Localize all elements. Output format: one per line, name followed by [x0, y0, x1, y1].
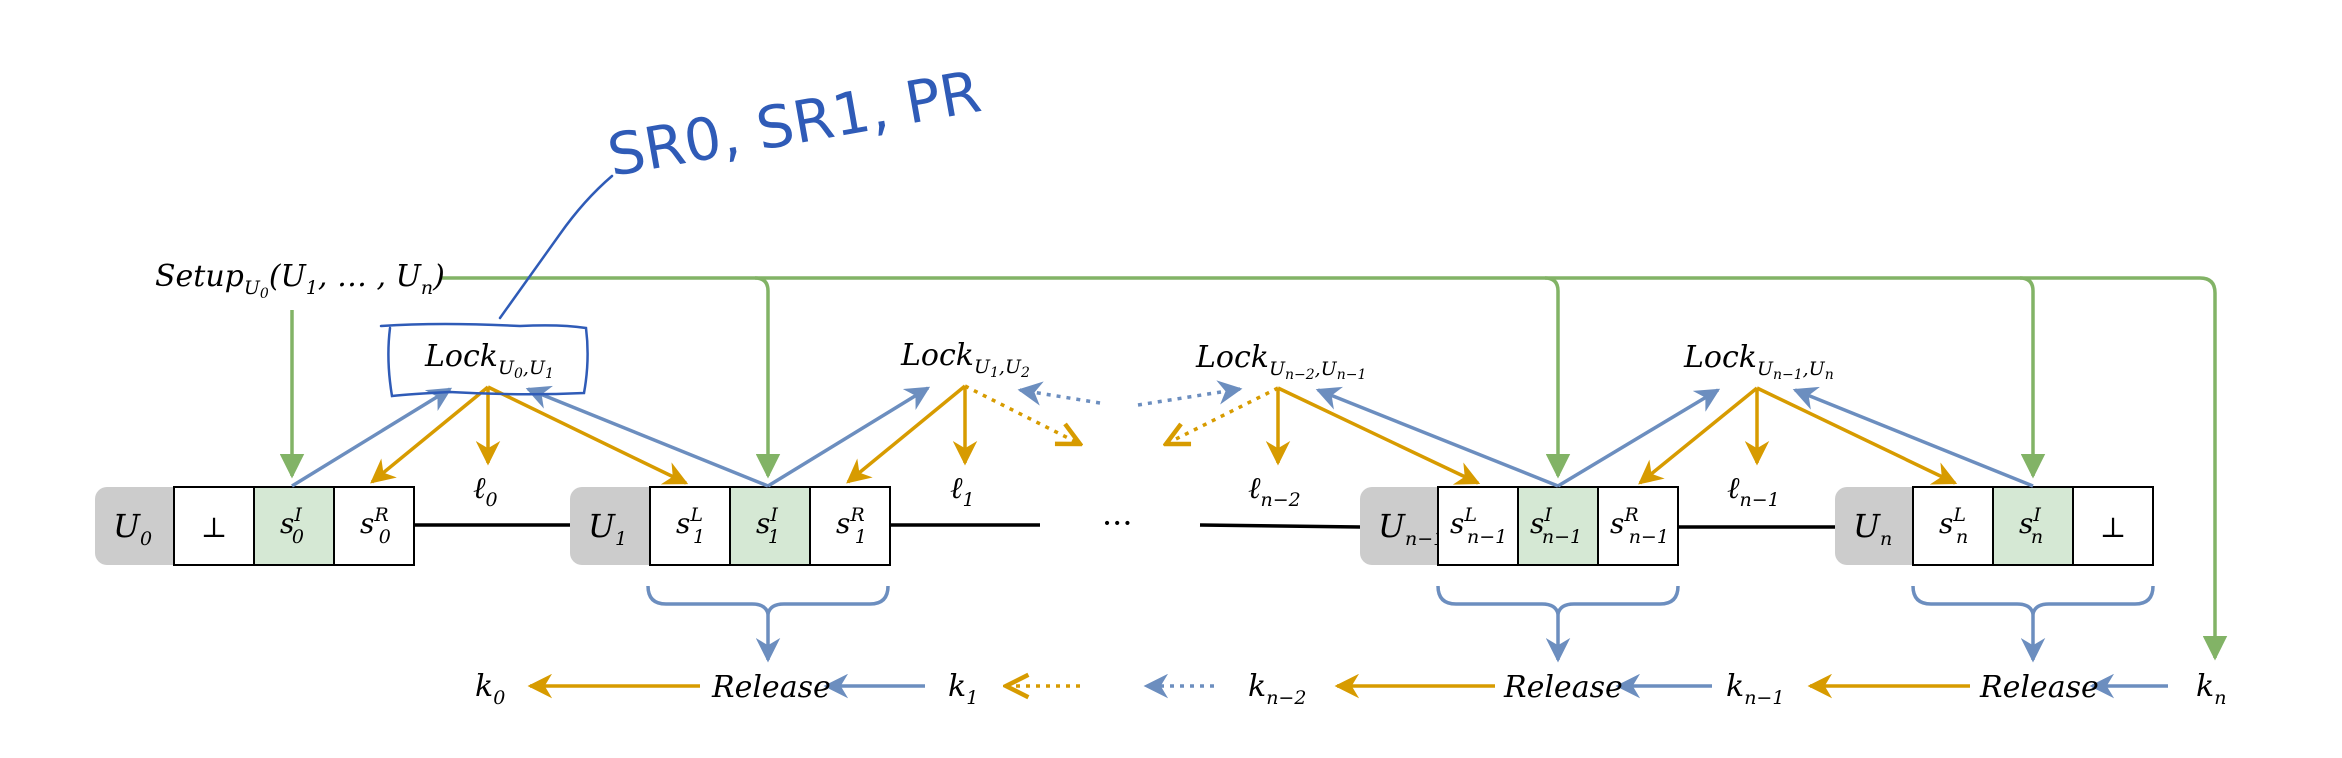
- brace-un1: [1436, 585, 1680, 615]
- ellipsis-dots: ···: [1102, 504, 1133, 542]
- node-name-label: Un−1: [1378, 507, 1445, 550]
- lock2-out-to-sn1l: [1277, 386, 1481, 485]
- state-cell: [1437, 486, 1519, 566]
- setup-distribution-arrows: [279, 276, 2228, 661]
- link-dots-un1: [1199, 523, 1361, 529]
- state-cell: [1912, 486, 1994, 566]
- lock-label-3: LockUn−1,Un: [1683, 340, 1834, 383]
- lock3-in-from-un1: [1557, 388, 1721, 488]
- key-kn1: kn−1: [1726, 669, 1784, 709]
- lock-label-0: LockU0,U1: [424, 339, 554, 382]
- setup-label: SetupU0(U1, … , Un): [155, 259, 445, 302]
- state-cell-label: ⊥: [2100, 511, 2126, 544]
- node-name-tag: [1835, 487, 1925, 565]
- setup-to-un-arrow: [2019, 276, 2046, 479]
- hand-note: SR0, SR1, PR: [603, 57, 986, 189]
- lock3-out-to-sn1r: [1638, 386, 1759, 485]
- ell-label-2: ℓn−2: [1248, 471, 1301, 511]
- node-name-tag: [570, 487, 662, 565]
- lock1-out-to-s1r: [846, 384, 967, 484]
- node-name-tag: [95, 487, 186, 565]
- state-cell: [649, 486, 731, 566]
- key-k1: k1: [948, 669, 978, 709]
- hand-box: [379, 322, 589, 398]
- key-kn2: kn−2: [1248, 669, 1306, 709]
- ell-label-3: ℓn−1: [1727, 471, 1780, 511]
- lock0-out-to-s0r: [370, 385, 490, 484]
- state-cell: [809, 486, 891, 566]
- lock3-in-from-un: [1792, 386, 2034, 488]
- node-name-label: U0: [113, 507, 152, 550]
- state-cell: [1597, 486, 1679, 566]
- release-label-2: Release: [1979, 670, 2099, 705]
- hand-leader: [498, 174, 614, 320]
- lock1-in-from-u1: [767, 386, 931, 488]
- lock0-in-from-u1: [525, 385, 769, 488]
- release-label-0: Release: [711, 670, 831, 705]
- bottom-labels: k0 Release k1 kn−2 Release kn−1 Release …: [475, 669, 2226, 709]
- lock2-out-dotted: [1166, 386, 1279, 444]
- state-cell: [333, 486, 415, 566]
- ell-labels: ℓ0 ℓ1 ℓn−2 ℓn−1: [473, 471, 1780, 511]
- node-name-label: U1: [588, 507, 627, 550]
- lock3-out-to-snl: [1756, 386, 1958, 485]
- lock0-out-to-s1l: [487, 385, 689, 485]
- setup-bus-line: [442, 276, 2228, 661]
- brace-u1: [646, 585, 890, 615]
- state-cell: [1517, 486, 1599, 566]
- state-cell: [1992, 486, 2074, 566]
- state-cell: [2072, 486, 2154, 566]
- node-name-tag: [1360, 487, 1450, 565]
- state-cell-label: ⊥: [201, 511, 227, 544]
- lock0-in-from-u0: [291, 387, 453, 488]
- release-label-1: Release: [1503, 670, 1623, 705]
- key-kn: kn: [2196, 669, 2226, 709]
- lock-arrows: [291, 380, 2034, 488]
- lock-labels: LockU0,U1 LockU1,U2 LockUn−2,Un−1 LockUn…: [424, 338, 1834, 383]
- state-cell: [729, 486, 811, 566]
- lock2-in-from-un1: [1315, 386, 1559, 488]
- braces: [646, 585, 2155, 663]
- lock-label-2: LockUn−2,Un−1: [1195, 340, 1366, 383]
- lock-label-1: LockU1,U2: [900, 338, 1030, 381]
- ell-label-0: ℓ0: [473, 471, 498, 511]
- setup-to-u1-arrow: [754, 276, 781, 479]
- lock1-out-dotted: [964, 384, 1080, 444]
- key-k0: k0: [475, 669, 505, 709]
- chain-links: [410, 523, 1835, 529]
- setup-to-un1-arrow: [1544, 276, 1571, 479]
- ell-label-1: ℓ1: [950, 471, 975, 511]
- node-name-label: Un: [1853, 507, 1892, 550]
- lock2-in-dotted: [1137, 380, 1243, 407]
- lock1-in-dotted: [1017, 381, 1101, 406]
- state-cell: [173, 486, 255, 566]
- brace-un: [1911, 585, 2155, 615]
